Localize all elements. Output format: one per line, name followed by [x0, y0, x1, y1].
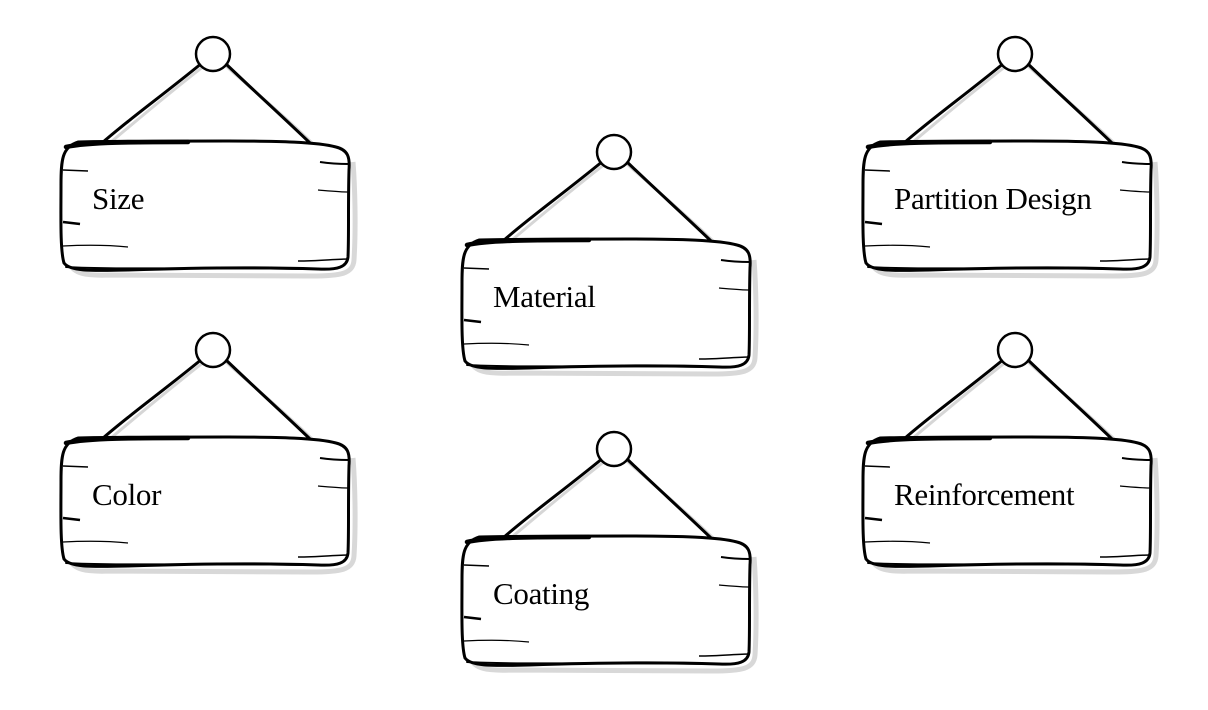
hanging-sign-icon	[59, 331, 358, 575]
sign-label: Size	[92, 181, 145, 216]
sign-material: Material	[459, 133, 759, 383]
sign-color: Color	[58, 331, 358, 581]
sign-label: Reinforcement	[894, 477, 1075, 512]
sign-label: Material	[493, 279, 596, 314]
hanging-sign-icon	[460, 430, 759, 674]
sign-reinforcement: Reinforcement	[860, 331, 1160, 581]
sign-label: Coating	[493, 576, 590, 611]
sign-size: Size	[58, 35, 358, 285]
sign-coating: Coating	[459, 430, 759, 680]
sign-label: Color	[92, 477, 162, 512]
hanging-sign-icon	[460, 133, 759, 377]
hanging-sign-icon	[861, 35, 1160, 279]
sign-partition-design: Partition Design	[860, 35, 1160, 285]
hanging-sign-icon	[59, 35, 358, 279]
sign-label: Partition Design	[894, 181, 1092, 216]
hanging-sign-icon	[861, 331, 1160, 575]
